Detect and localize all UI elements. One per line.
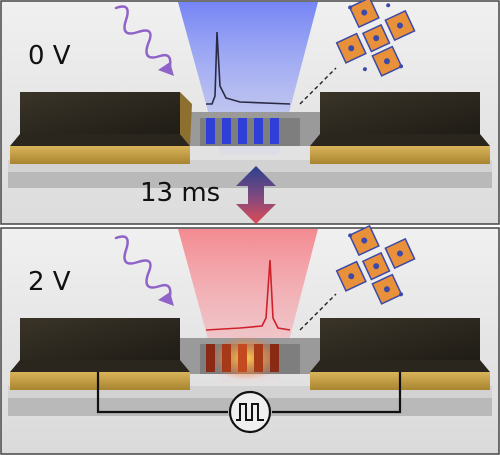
perovskite-crystal-icon-bottom [335, 224, 416, 305]
spectrum-bottom [205, 259, 291, 331]
zoom-pointer-top [299, 67, 337, 105]
electrode-right-top [310, 92, 490, 164]
incident-light-icon [114, 5, 174, 76]
incident-light-icon-bottom [114, 235, 174, 306]
switching-time-label: 13 ms [140, 178, 220, 208]
double-arrow-icon [236, 166, 276, 224]
spectrum-top [206, 31, 291, 105]
perovskite-crystal-icon [335, 0, 416, 77]
switching-indicator: 13 ms [140, 166, 276, 224]
panel-bottom: 2 V [0, 224, 500, 455]
zoom-pointer-bottom [299, 293, 337, 331]
voltage-label-bottom: 2 V [28, 267, 71, 297]
grating-top [206, 118, 279, 144]
square-wave-source-icon [228, 390, 272, 434]
voltage-label-top: 0 V [28, 41, 71, 71]
circuit-wire [96, 372, 402, 414]
electrode-left-bottom [10, 318, 190, 390]
grating-bottom [206, 344, 279, 372]
electrode-left-top [10, 92, 192, 164]
panel-top: 0 V [0, 0, 500, 225]
